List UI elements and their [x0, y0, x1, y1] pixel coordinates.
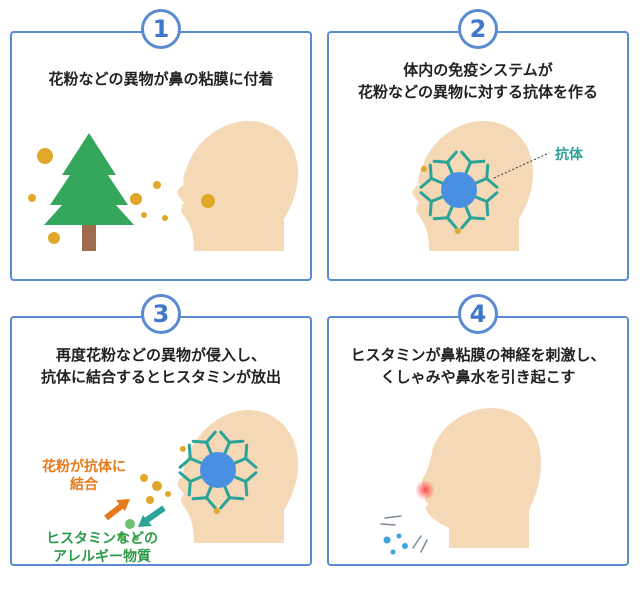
step-4-title: ヒスタミンが鼻粘膜の神経を刺激し、 くしゃみや鼻水を引き起こす [329, 344, 627, 388]
antibody-branch [468, 216, 486, 221]
antibody-branch [191, 496, 209, 501]
antibody-stem [223, 485, 231, 500]
irritated-nose [415, 480, 435, 500]
pollen-binding-label-line-2: 結合 [70, 477, 98, 493]
antibody-branch [187, 479, 192, 497]
antibody-stem [464, 205, 472, 220]
pollen-binding-label: 花粉が抗体に 結合 [34, 458, 134, 494]
step-1-title: 花粉などの異物が鼻の粘膜に付着 [12, 68, 310, 90]
antibody-stem [233, 457, 248, 465]
antibody-branch [244, 479, 249, 497]
antibody-branch [227, 496, 245, 501]
droplet-icon [383, 533, 408, 555]
antibody-branch [485, 199, 490, 217]
head-icon [177, 410, 298, 543]
antibody-stem [205, 485, 213, 500]
histamine-label-line-2: アレルギー物質 [53, 549, 151, 565]
antibody-branch [446, 150, 458, 164]
antibody-branch [244, 471, 258, 483]
step-3-title-line-2: 抗体に結合するとヒスタミンが放出 [40, 368, 281, 386]
antibody-branch [178, 457, 192, 469]
immune-cell [200, 452, 236, 488]
antibody-branch [428, 163, 433, 181]
head-icon [422, 408, 541, 548]
step-3-title: 再度花粉などの異物が侵入し、 抗体に結合するとヒスタミンが放出 [12, 344, 310, 388]
step-4-panel: ヒスタミンが鼻粘膜の神経を刺激し、 くしゃみや鼻水を引き起こす [327, 316, 629, 566]
antibody-stem [446, 160, 454, 175]
antibody-branch [468, 159, 486, 164]
antibody-branch [446, 216, 458, 230]
step-2-title-line-1: 体内の免疫システムが [403, 61, 553, 79]
step-1-title-line-1: 花粉などの異物が鼻の粘膜に付着 [48, 70, 274, 88]
antibody-stem [188, 475, 203, 483]
antibody-stem [429, 195, 444, 203]
antibody-branch [219, 496, 231, 510]
antibody-branch [460, 216, 472, 230]
antibody-stem [429, 177, 444, 185]
antibody-stem [474, 177, 489, 185]
antibody-branch [187, 443, 192, 461]
antibody-branch [205, 496, 217, 510]
arrow-icon [138, 505, 166, 527]
antibody-branch [485, 177, 499, 189]
antibody-stem [233, 475, 248, 483]
antibody-branch [432, 159, 450, 164]
antibody-branch [432, 216, 450, 221]
pollen-icon [140, 474, 171, 504]
step-2-title-line-2: 花粉などの異物に対する抗体を作る [357, 83, 598, 101]
antibody-branch [485, 191, 499, 203]
step-2-title: 体内の免疫システムが 花粉などの異物に対する抗体を作る [329, 59, 627, 103]
antibody-branch [244, 443, 249, 461]
antibody-branch [428, 199, 433, 217]
antibody-stem [464, 160, 472, 175]
bound-pollen [420, 165, 427, 172]
antibody-branch [419, 191, 433, 203]
antibody-icon [419, 150, 499, 234]
antibody-branch [244, 457, 258, 469]
histamine-label: ヒスタミンなどの アレルギー物質 [32, 530, 172, 566]
step-2-panel: 体内の免疫システムが 花粉などの異物に対する抗体を作る 抗体 [327, 31, 629, 281]
step-3-title-line-1: 再度花粉などの異物が侵入し、 [55, 346, 266, 364]
step-1-panel: 花粉などの異物が鼻の粘膜に付着 [10, 31, 312, 281]
antibody-branch [419, 177, 433, 189]
bound-pollen [454, 227, 461, 234]
antibody-branch [460, 150, 472, 164]
step-1-illustration [28, 121, 298, 251]
bound-pollen [179, 445, 186, 452]
step-4-title-line-1: ヒスタミンが鼻粘膜の神経を刺激し、 [350, 346, 606, 364]
antibody-branch [485, 163, 490, 181]
step-4-illustration [380, 408, 541, 555]
bound-pollen [213, 507, 220, 514]
antibody-branch [219, 430, 231, 444]
antibody-stem [474, 195, 489, 203]
tree-icon [44, 133, 134, 251]
step-4-badge: 4 [458, 294, 498, 334]
antibody-branch [178, 471, 192, 483]
antibody-branch [227, 439, 245, 444]
antibody-icon [178, 430, 258, 514]
immune-cell [441, 172, 477, 208]
antibody-stem [446, 205, 454, 220]
step-1-badge: 1 [141, 9, 181, 49]
histamine-label-line-1: ヒスタミンなどの [46, 531, 158, 547]
antibody-label: 抗体 [555, 147, 583, 163]
antibody-stem [188, 457, 203, 465]
step-4-title-line-2: くしゃみや鼻水を引き起こす [380, 368, 576, 386]
step-2-badge: 2 [458, 9, 498, 49]
antibody-branch [191, 439, 209, 444]
antibody-branch [205, 430, 217, 444]
histamine-particles [118, 519, 139, 541]
antibody-stem [205, 440, 213, 455]
step-3-badge: 3 [141, 294, 181, 334]
arrow-icon [104, 499, 130, 521]
pollen-icon [28, 148, 215, 244]
step-2-illustration [412, 121, 550, 251]
step-3-panel: 再度花粉などの異物が侵入し、 抗体に結合するとヒスタミンが放出 花粉が抗 [10, 316, 312, 566]
pollen-binding-label-line-1: 花粉が抗体に [42, 459, 126, 475]
antibody-stem [223, 440, 231, 455]
step-3-illustration [104, 410, 298, 543]
sneeze-lines [380, 515, 428, 553]
head-icon [177, 121, 298, 251]
